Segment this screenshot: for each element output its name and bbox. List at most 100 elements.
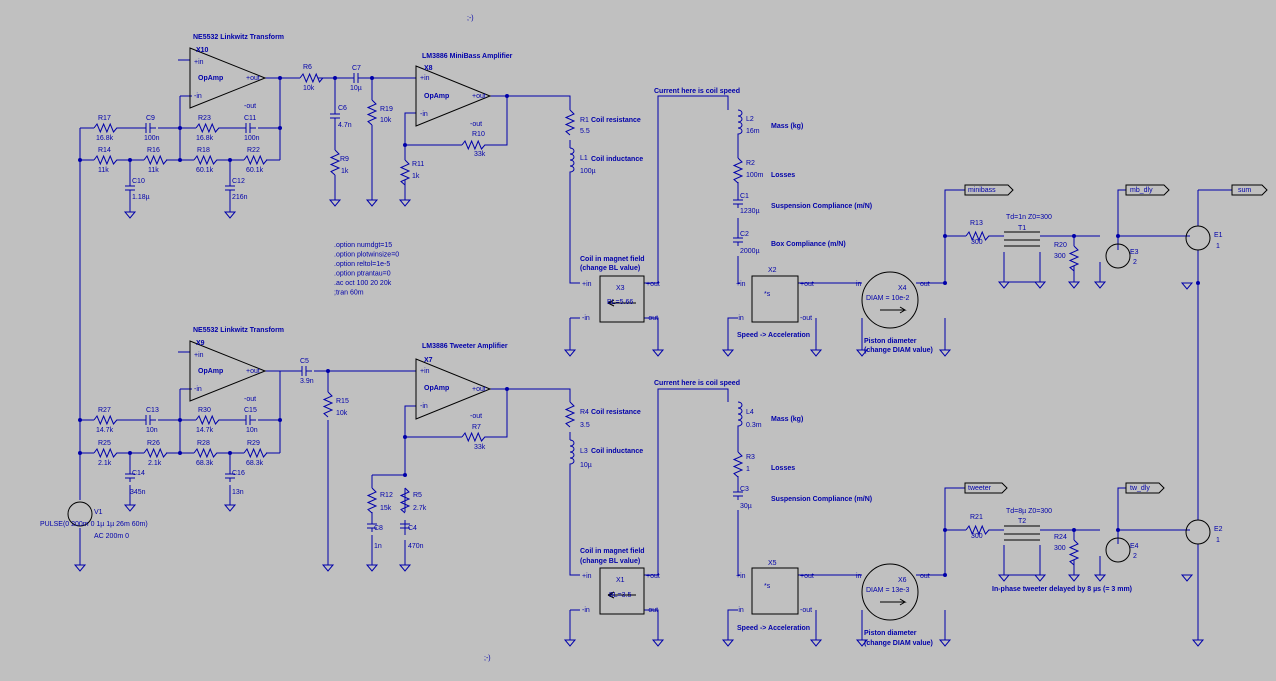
component-value: 1n [374, 543, 382, 550]
component-name: C4 [408, 525, 417, 532]
svg-text:-out: -out [800, 607, 812, 614]
lower-magnet-value: BL=3.5 [609, 592, 631, 599]
component-name: C5 [300, 358, 309, 365]
lower-out-label: tweeter [968, 485, 992, 492]
lower-magnet-note-2: (change BL value) [580, 558, 640, 565]
ground-symbol [651, 639, 665, 647]
component-value: 14.7k [196, 427, 214, 434]
component-name: C2 [740, 231, 749, 238]
svg-text:-out: -out [646, 315, 658, 322]
lower-piston-note-1: Piston diameter [864, 630, 917, 637]
ground-symbol [1180, 574, 1194, 582]
component-name: C10 [132, 178, 145, 185]
ground-symbol [563, 639, 577, 647]
lower-accel-value: *s [764, 583, 771, 590]
ground-symbol [1093, 574, 1107, 582]
component-value: 300 [1054, 545, 1066, 552]
lower-buffer-name: E4 [1130, 543, 1139, 550]
component-note: Box Compliance (m/N) [771, 241, 846, 248]
sim-directive: .option reltol=1e-5 [334, 261, 390, 268]
lower-amp-opamp-name: X7 [424, 357, 433, 364]
ground-symbol [997, 281, 1011, 289]
component-name: C7 [352, 65, 361, 72]
lower-accel-name: X5 [768, 560, 777, 567]
component-value: 4.7n [338, 122, 352, 129]
component-value: 3.9n [300, 378, 314, 385]
component-value: 345n [130, 489, 146, 496]
sim-directive: ;tran 60m [334, 290, 364, 297]
component-value: 2000µ [740, 248, 760, 255]
component-name: R17 [98, 115, 111, 122]
component-name: R16 [147, 147, 160, 154]
sim-directive: .ac oct 100 20 20k [334, 280, 392, 287]
component-value: 300 [971, 239, 983, 246]
component-r30: R30 14.7k [195, 407, 222, 434]
component-note: Mass (kg) [771, 123, 803, 130]
component-name: C14 [132, 470, 145, 477]
svg-text:-out: -out [244, 103, 256, 110]
svg-text:-out: -out [646, 607, 658, 614]
component-value: 11k [148, 167, 159, 174]
source-value-1: PULSE(0 200m 0 1µ 1µ 26m 60m) [40, 521, 148, 528]
ground-symbol [365, 199, 379, 207]
component-c14: C14 345n [125, 470, 146, 496]
svg-text:-in: -in [582, 607, 590, 614]
component-name: R9 [340, 156, 349, 163]
svg-text:+out: +out [472, 386, 486, 393]
svg-text:-in: -in [194, 386, 202, 393]
svg-text:+out: +out [246, 75, 260, 82]
ground-symbol [809, 349, 823, 357]
component-name: R30 [198, 407, 211, 414]
upper-amp-title: LM3886 MiniBass Amplifier [422, 53, 513, 60]
svg-text:out: out [920, 281, 930, 288]
component-value: 13n [232, 489, 244, 496]
svg-text:+out: +out [800, 573, 814, 580]
svg-text:+out: +out [800, 281, 814, 288]
upper-summer-value: 1 [1216, 243, 1220, 250]
component-value: 10µ [350, 85, 362, 92]
component-name: R5 [413, 492, 422, 499]
component-value: 11k [98, 167, 109, 174]
component-name: L4 [746, 409, 754, 416]
upper-piston-value: DIAM = 10e-2 [866, 295, 909, 302]
ground-symbol [1180, 282, 1194, 290]
component-note: Coil inductance [591, 156, 643, 163]
ground-symbol [123, 211, 137, 219]
component-r5: R52.7k [399, 487, 427, 514]
ground-symbol [123, 504, 137, 512]
component-name: C12 [232, 178, 245, 185]
svg-text:+out: +out [472, 93, 486, 100]
svg-text:+in: +in [736, 281, 746, 288]
ground-symbol [721, 639, 735, 647]
svg-text:-in: -in [194, 93, 202, 100]
ground-symbol [855, 639, 869, 647]
component-name: C16 [232, 470, 245, 477]
component-value: 3.5 [580, 422, 590, 429]
upper-linkwitz-opamp-label: OpAmp [198, 75, 223, 82]
ground-symbol [563, 349, 577, 357]
component-value: 15k [380, 505, 392, 512]
svg-text:-in: -in [736, 315, 744, 322]
upper-piston-name: X4 [898, 285, 907, 292]
block-symbols [67, 184, 1268, 621]
svg-text:out: out [920, 573, 930, 580]
upper-magnet-note-1: Coil in magnet field [580, 256, 645, 263]
lower-delay-label: tw_dly [1130, 485, 1150, 492]
component-c7: C7 10µ [348, 65, 364, 92]
component-value: 5.5 [580, 128, 590, 135]
svg-text:+out: +out [246, 368, 260, 375]
component-value: 216n [232, 194, 248, 201]
upper-accel-note: Speed -> Acceleration [737, 332, 810, 339]
svg-text:+in: +in [420, 368, 430, 375]
component-note: Coil resistance [591, 117, 641, 124]
lower-magnet-name: X1 [616, 577, 625, 584]
